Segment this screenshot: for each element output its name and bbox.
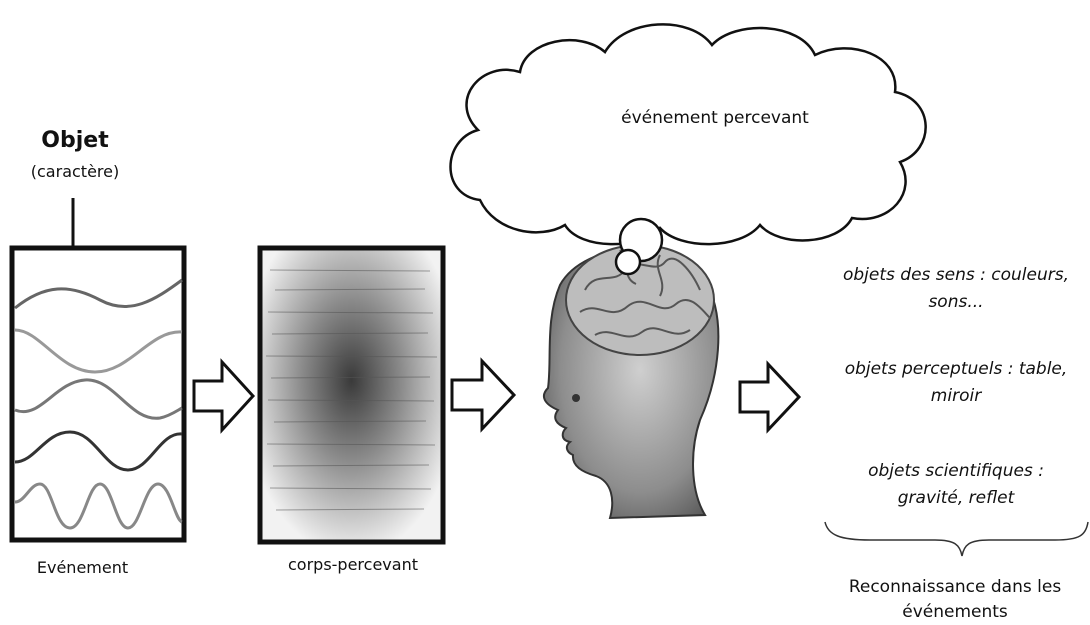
wave-1: [14, 278, 183, 310]
scientific-line-2: gravité, reflet: [897, 488, 1015, 508]
cloud-label: événement percevant: [621, 108, 809, 128]
hollow-right-arrow-icon: [738, 360, 802, 434]
wave-3: [14, 378, 183, 420]
recognition-line-2: événements: [902, 602, 1008, 622]
perceptual-line-2: miroir: [930, 386, 982, 406]
scientific-objects-text: objets scientifiques : gravité, reflet: [822, 458, 1090, 512]
wave-5: [14, 482, 183, 530]
senses-objects-text: objets des sens : couleurs, sons...: [822, 262, 1090, 316]
wave-4: [14, 430, 183, 472]
perceptual-objects-text: objets perceptuels : table, miroir: [822, 356, 1090, 410]
object-title: Objet: [41, 128, 109, 153]
senses-line-1: objets des sens : couleurs,: [842, 265, 1070, 285]
event-box: [9, 245, 187, 543]
thought-cloud-icon: [449, 23, 927, 276]
recognition-line-1: Reconnaissance dans les: [848, 577, 1062, 597]
object-subtitle: (caractère): [30, 162, 120, 181]
head-brain-icon: [542, 244, 720, 520]
senses-line-2: sons...: [928, 292, 984, 312]
perceptual-line-1: objets perceptuels : table,: [844, 359, 1068, 379]
scientific-line-1: objets scientifiques :: [868, 461, 1044, 481]
hollow-right-arrow-icon: [192, 358, 256, 434]
wave-2: [14, 328, 183, 374]
event-label: Evénement: [36, 558, 129, 577]
body-label: corps-percevant: [288, 555, 418, 574]
body-box: [257, 245, 446, 545]
recognition-text: Reconnaissance dans les événements: [820, 575, 1090, 625]
curly-brace-icon: [824, 521, 1089, 557]
hollow-right-arrow-icon: [450, 357, 517, 433]
